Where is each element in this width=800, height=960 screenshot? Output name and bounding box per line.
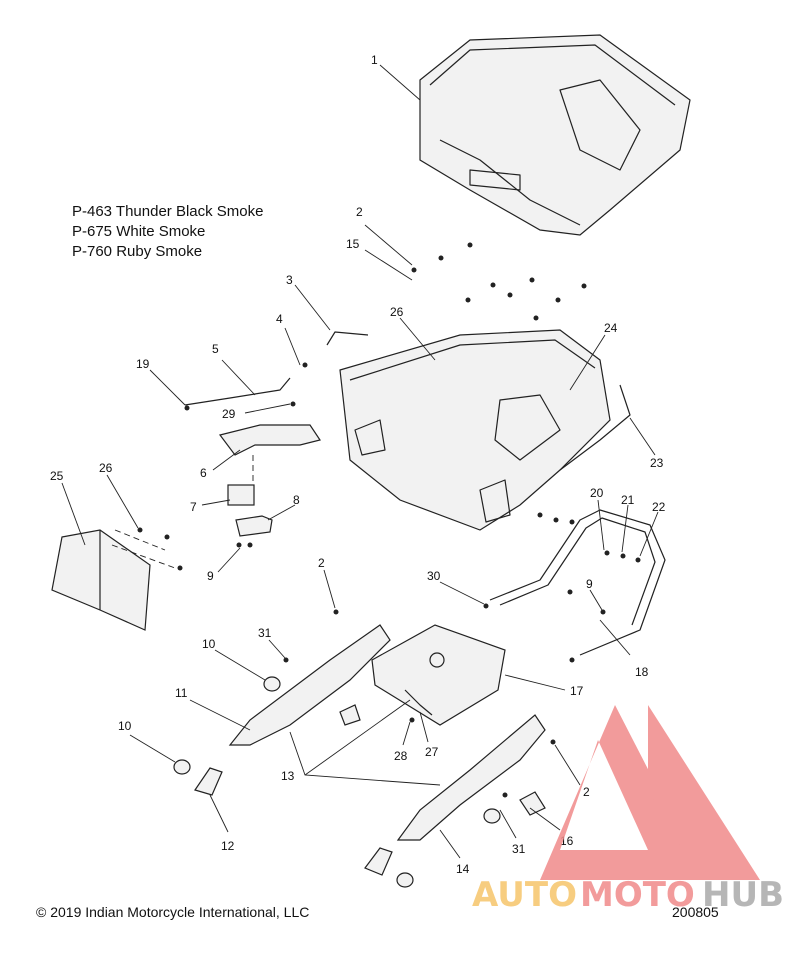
part-12-clip-right (364, 847, 393, 876)
callout: 28 (394, 749, 408, 763)
legend-item: P-463 Thunder Black Smoke (72, 203, 264, 220)
part-10-bushing-right (396, 872, 414, 888)
callout: 2 (318, 556, 325, 570)
callout: 21 (621, 493, 635, 507)
leader-lines (61, 64, 659, 859)
callout: 22 (652, 500, 666, 514)
callout: 5 (212, 342, 219, 356)
callout: 8 (293, 493, 300, 507)
callout: 23 (650, 456, 664, 470)
callout: 12 (221, 839, 235, 853)
watermark-triangle-icon (540, 705, 705, 880)
callout: 29 (222, 407, 236, 421)
legend-item: P-675 White Smoke (72, 223, 206, 240)
watermark-word-auto: AUTO (472, 875, 577, 915)
callout: 18 (635, 665, 649, 679)
callout: 25 (50, 469, 64, 483)
part-3-rod (326, 331, 369, 346)
part-12-clip (194, 767, 223, 796)
callout: 4 (276, 312, 283, 326)
callout: 2 (583, 785, 590, 799)
callout: 7 (190, 500, 197, 514)
part-16-mount-left (339, 704, 361, 726)
callout: 10 (118, 719, 132, 733)
callout: 17 (570, 684, 584, 698)
part-8-latch-plate (235, 515, 273, 537)
callout: 2 (356, 205, 363, 219)
part-17-mount-plate (371, 624, 506, 726)
part-1-trunk-lid (419, 34, 691, 236)
callout: 27 (425, 745, 439, 759)
callout: 15 (346, 237, 360, 251)
callout: 24 (604, 321, 618, 335)
callout: 31 (512, 842, 526, 856)
part-24-trunk-base (339, 329, 611, 531)
part-16-mount (519, 791, 546, 816)
alignment-line-3 (111, 544, 176, 569)
part-27-wire (404, 689, 433, 716)
watermark-word-hub: HUB (702, 875, 784, 915)
fastener-group (137, 242, 641, 798)
alignment-line-2 (114, 529, 166, 551)
callout: 26 (99, 461, 113, 475)
watermark-logo: AUTO MOTO HUB (472, 705, 784, 915)
callout: 20 (590, 486, 604, 500)
callout: 10 (202, 637, 216, 651)
callout: 19 (136, 357, 150, 371)
part-14-right-bracket (396, 714, 546, 841)
part-31-bushing (483, 808, 501, 824)
part-6-bracket (218, 424, 321, 456)
callout: 14 (456, 862, 470, 876)
part-7-latch (227, 484, 255, 506)
callout: 3 (286, 273, 293, 287)
callout: 30 (427, 569, 441, 583)
callout: 1 (371, 53, 378, 67)
legend-item: P-760 Ruby Smoke (72, 243, 203, 260)
part-18-guard-rail (489, 509, 666, 656)
color-code-legend: P-463 Thunder Black Smoke P-675 White Sm… (72, 202, 264, 262)
callout: 26 (390, 305, 404, 319)
part-11-left-bracket (228, 624, 391, 746)
part-23-rail (559, 384, 631, 471)
callout: 11 (175, 686, 188, 700)
part-10-bushing-lower (173, 759, 191, 775)
callout: 6 (200, 466, 207, 480)
part-5-cable (184, 377, 291, 406)
callout: 31 (258, 626, 272, 640)
callout: 9 (207, 569, 214, 583)
part-10-bushing (263, 676, 281, 692)
diagram-reference-number: 200805 (672, 904, 719, 920)
part-25-backrest-pad (51, 529, 151, 631)
watermark-word-moto: MOTO (580, 875, 695, 915)
callout: 9 (586, 577, 593, 591)
callout-labels: 1 2 15 3 4 26 24 5 19 29 6 23 25 26 7 8 … (50, 53, 666, 876)
callout: 13 (281, 769, 295, 783)
copyright-notice: © 2019 Indian Motorcycle International, … (36, 904, 310, 920)
